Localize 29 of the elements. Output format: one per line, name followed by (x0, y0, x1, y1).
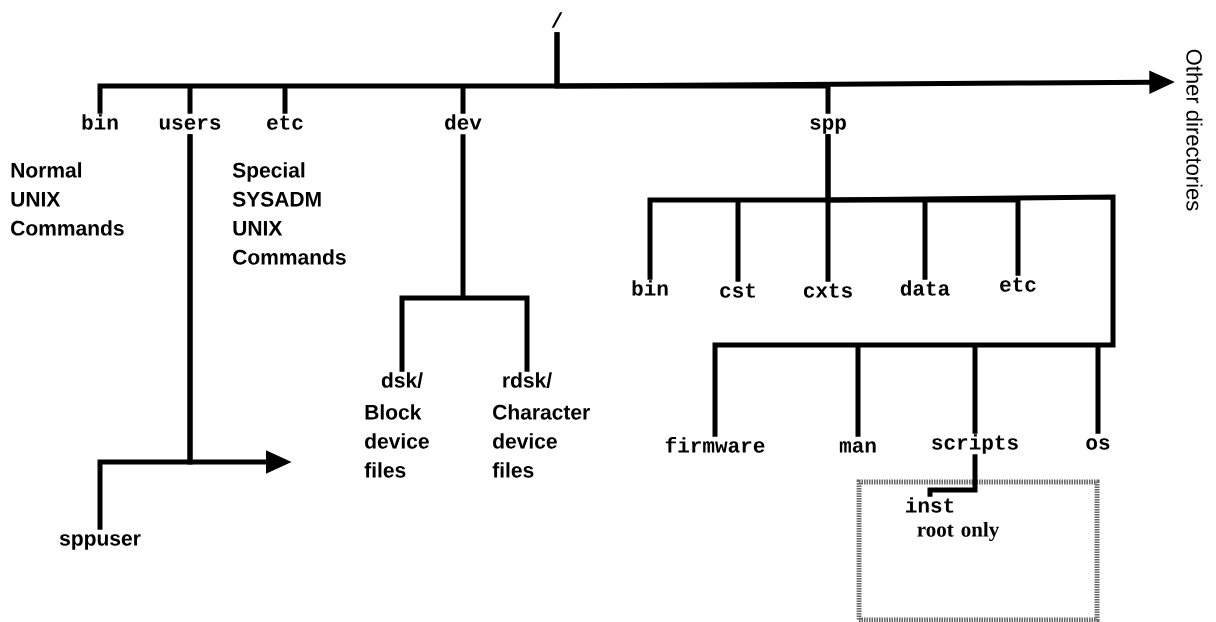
directory-label: etc (267, 115, 303, 130)
directory-label: bin (632, 280, 668, 296)
directory-label: spp (810, 118, 846, 134)
directory-label: data (900, 280, 950, 296)
connector (399, 134, 530, 372)
directory-label: os (1086, 438, 1110, 450)
root-label: / (551, 12, 563, 28)
directory-label: sppuser (59, 534, 141, 550)
description-label: Character device files (492, 404, 590, 478)
description-label: Normal UNIX Commands (11, 162, 124, 236)
directory-label: man (839, 441, 876, 453)
connector (927, 454, 978, 497)
directory-label: firmware (665, 437, 765, 453)
description-label: root only (917, 521, 1000, 541)
directory-label: rdsk/ (503, 372, 552, 388)
directory-label: users (159, 118, 221, 130)
description-label: Block device files (364, 404, 429, 478)
directory-label: inst (906, 497, 954, 513)
directory-label: bin (82, 114, 118, 130)
directory-label: dev (445, 114, 482, 130)
directory-label: dsk/ (381, 372, 423, 388)
directory-label: cxts (803, 283, 852, 298)
directory-label: cst (720, 283, 755, 298)
description-label: Special SYSADM UNIX Commands (232, 162, 346, 265)
vertical-label: Other directories (1186, 49, 1203, 211)
dotted-frame (856, 479, 1100, 622)
directory-label: scripts (932, 434, 1018, 454)
connector (712, 134, 1116, 437)
directory-label: etc (1000, 277, 1036, 292)
